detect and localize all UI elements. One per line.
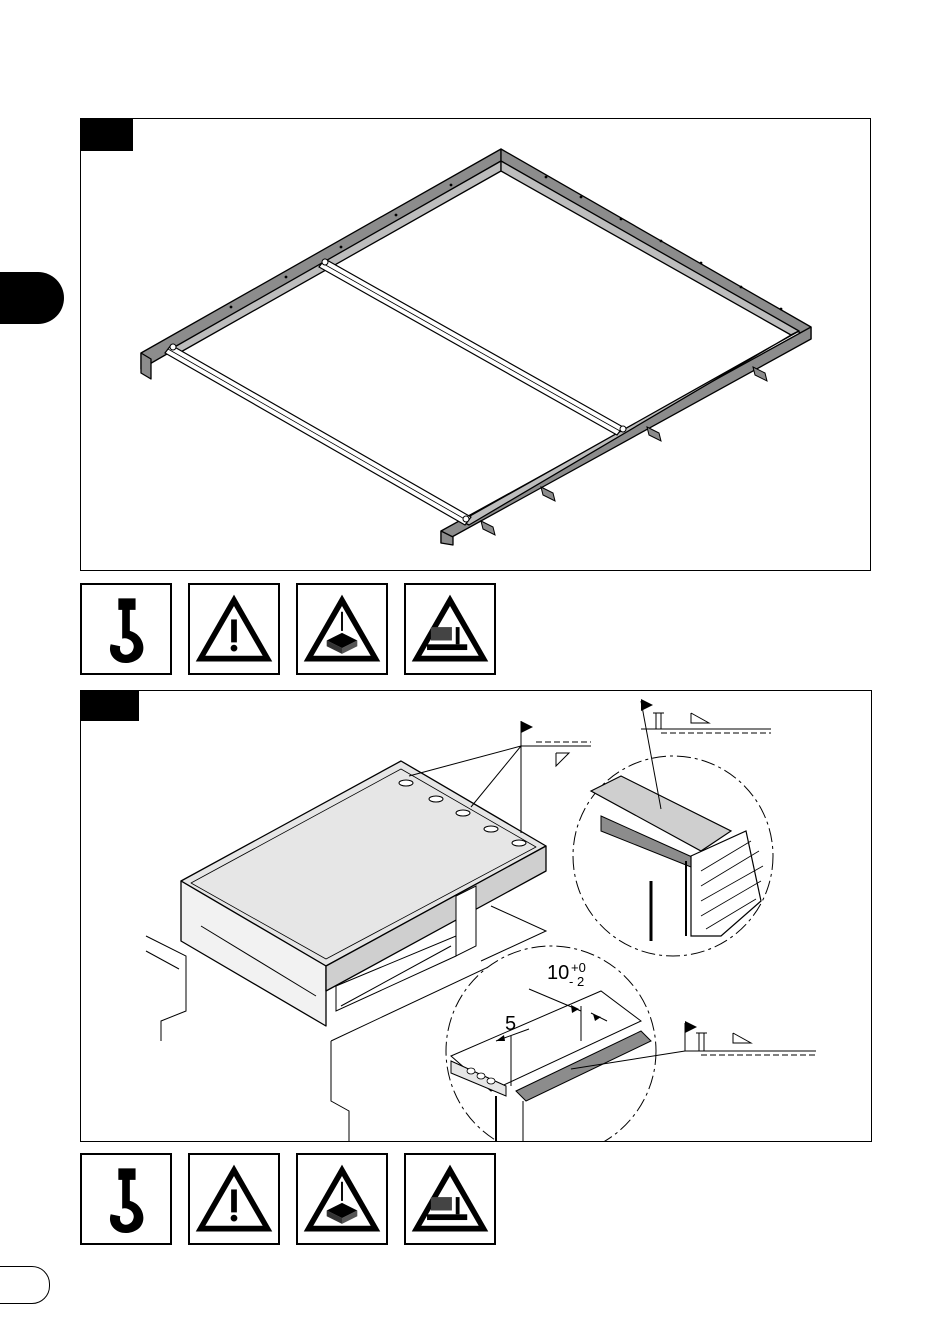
dimension-tolerance-upper: +0 <box>571 961 586 974</box>
dimension-tolerance-lower: - 2 <box>569 975 584 988</box>
crush-hazard-warning-icon <box>404 583 496 675</box>
dock-leveller-installation-drawing <box>81 691 871 1141</box>
crane-hook-icon <box>80 583 172 675</box>
suspended-load-warning-icon <box>296 1153 388 1245</box>
frame-assembly-drawing <box>81 119 870 570</box>
figure-2-frame: 10 +0 - 2 5 <box>80 690 872 1142</box>
dimension-edge-value: 5 <box>505 1014 516 1034</box>
page-marker <box>0 1266 50 1304</box>
crane-hook-icon <box>80 1153 172 1245</box>
suspended-load-warning-icon <box>296 583 388 675</box>
general-warning-icon <box>188 583 280 675</box>
crush-hazard-warning-icon <box>404 1153 496 1245</box>
general-warning-icon <box>188 1153 280 1245</box>
dimension-gap-value: 10 <box>547 963 569 983</box>
figure-1-frame <box>80 118 871 571</box>
chapter-tab <box>0 272 64 324</box>
